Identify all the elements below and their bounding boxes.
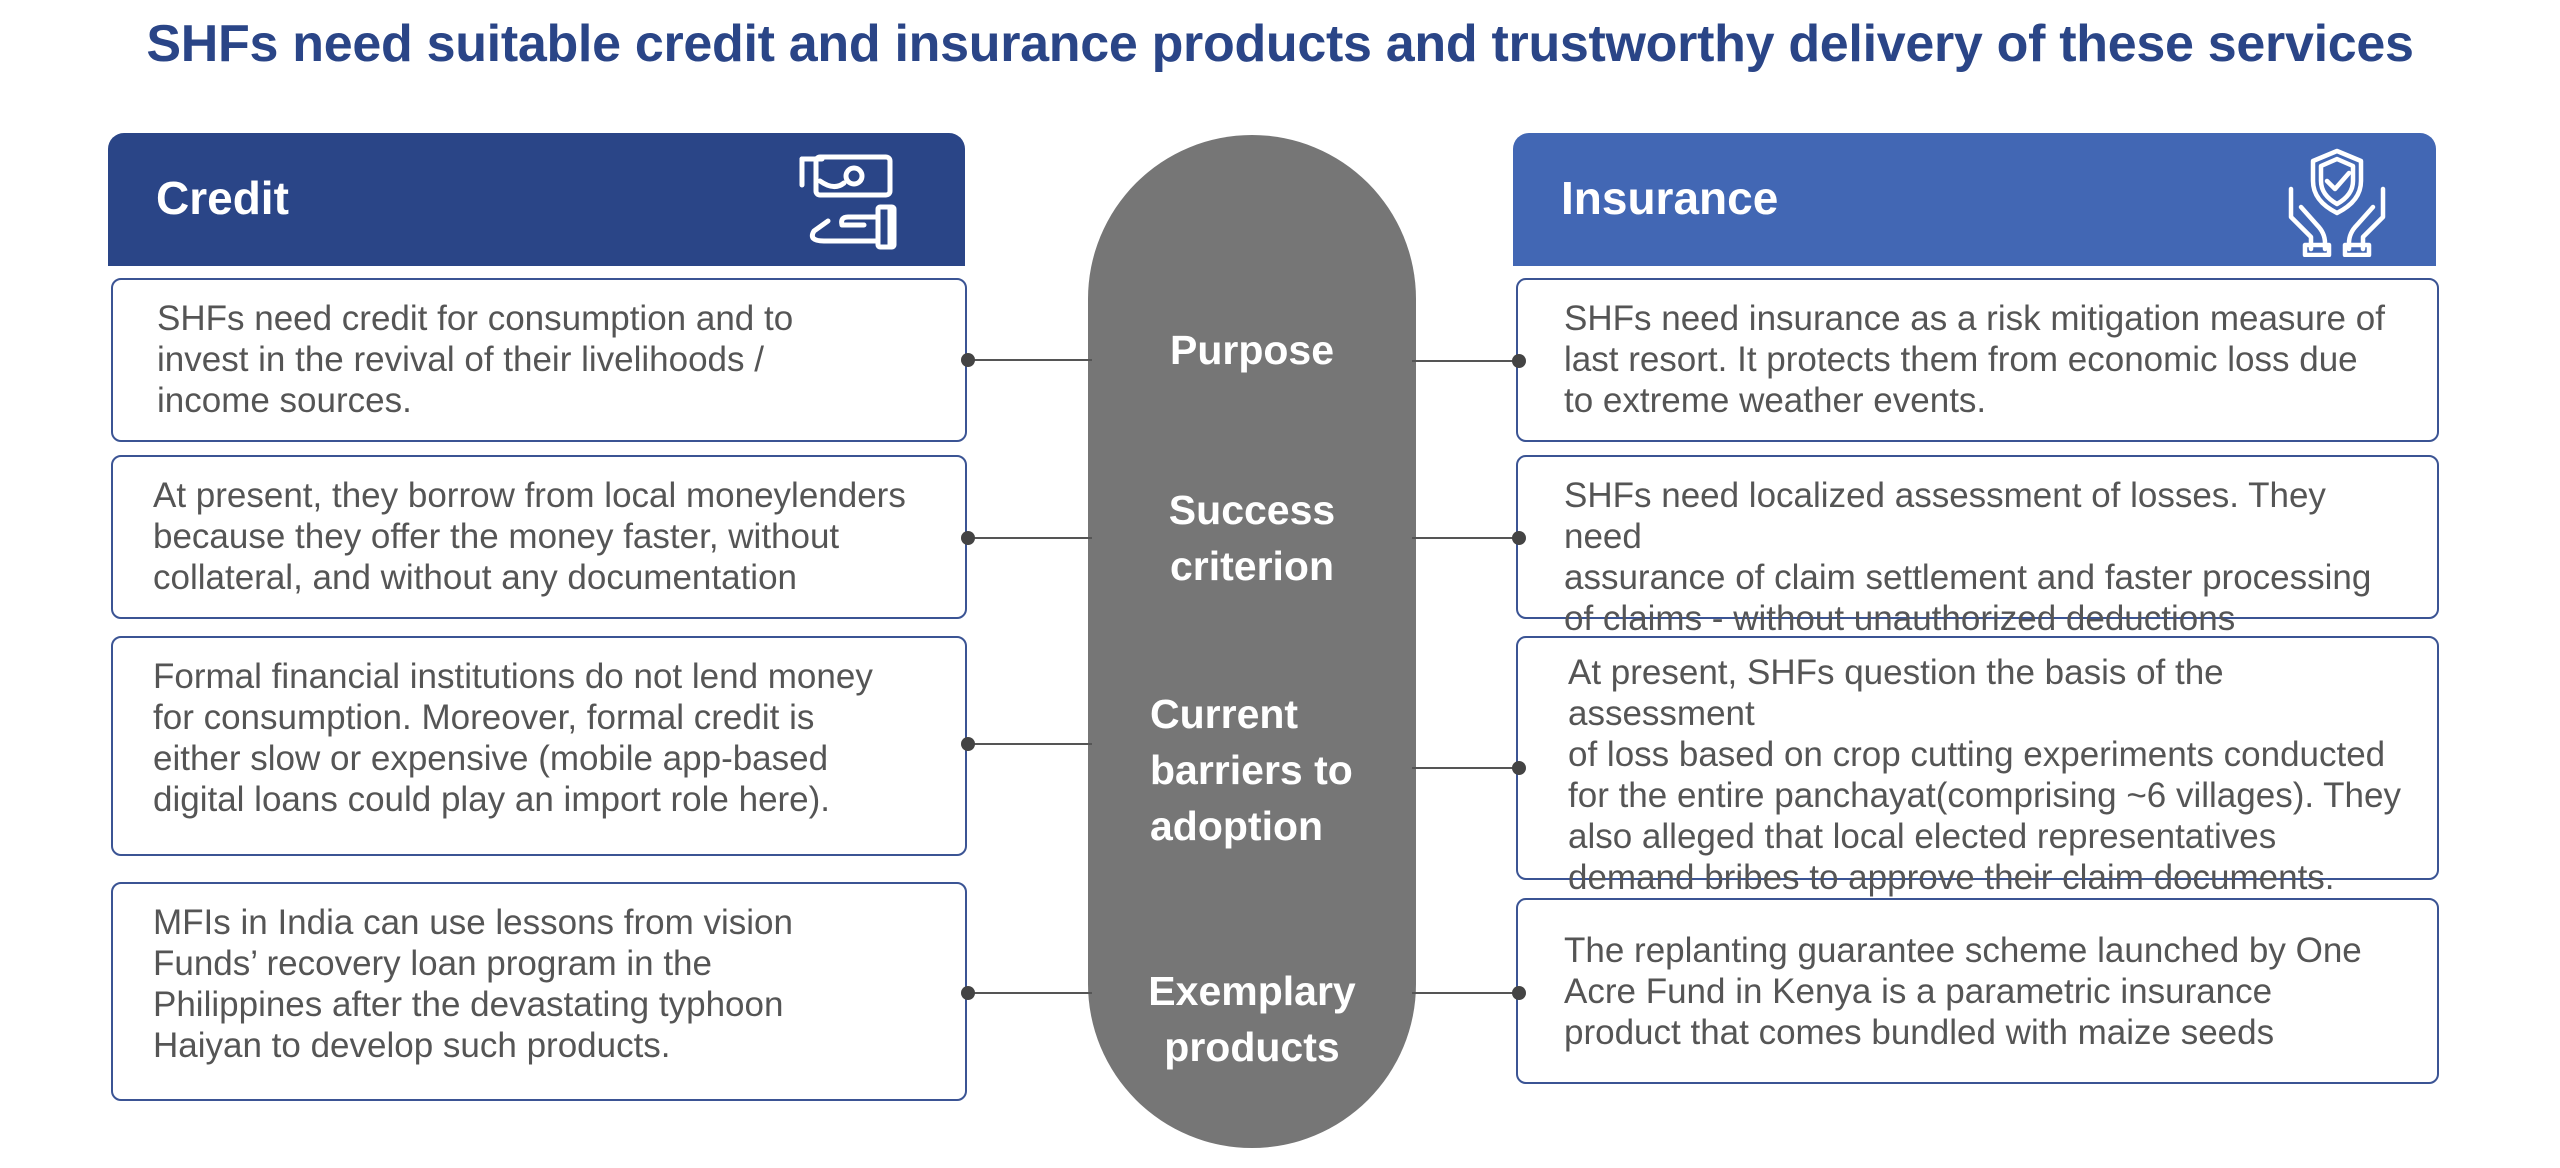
insurance-header: Insurance — [1513, 133, 2436, 266]
criterion-success: Success criterion — [1088, 482, 1416, 594]
connector-dot — [1512, 761, 1526, 775]
box-line: assurance of claim settlement and faster… — [1564, 558, 2372, 597]
box-line: last resort. It protects them from econo… — [1564, 340, 2358, 379]
connector-dot — [961, 737, 975, 751]
criterion-exemplary: Exemplary products — [1088, 963, 1416, 1075]
credit-success-box: At present, they borrow from local money… — [111, 455, 967, 619]
box-line: digital loans could play an import role … — [153, 780, 831, 819]
criteria-pill — [1088, 135, 1416, 1148]
insurance-success-box: SHFs need localized assessment of losses… — [1516, 455, 2439, 638]
connector-line — [968, 992, 1092, 994]
box-line: of loss based on crop cutting experiment… — [1568, 735, 2386, 774]
box-line: Acre Fund in Kenya is a parametric insur… — [1564, 972, 2273, 1011]
criterion-exemplary-line: products — [1164, 1024, 1340, 1070]
credit-header: Credit — [108, 133, 965, 266]
connector-line — [1412, 767, 1519, 769]
insurance-header-label: Insurance — [1561, 172, 1779, 224]
box-line: SHFs need insurance as a risk mitigation… — [1564, 299, 2385, 338]
box-line: SHFs need localized assessment of losses… — [1564, 476, 2326, 556]
cash-hand-icon — [799, 154, 897, 250]
criterion-success-line: Success — [1168, 487, 1336, 533]
credit-barriers-box: Formal financial institutions do not len… — [111, 636, 967, 856]
connector-line — [968, 743, 1092, 745]
box-line: Philippines after the devastating typhoo… — [153, 985, 784, 1024]
box-line: collateral, and without any documentatio… — [153, 558, 798, 597]
box-line: At present, SHFs question the basis of t… — [1568, 653, 2224, 733]
box-line: invest in the revival of their livelihoo… — [157, 340, 764, 379]
insurance-exemplary-box: The replanting guarantee scheme launched… — [1516, 898, 2439, 1084]
connector-dot — [961, 986, 975, 1000]
connector-dot — [1512, 986, 1526, 1000]
insurance-barriers-box: At present, SHFs question the basis of t… — [1516, 636, 2439, 897]
box-line: Funds’ recovery loan program in the — [153, 944, 712, 983]
criterion-purpose: Purpose — [1088, 322, 1416, 378]
box-line: either slow or expensive (mobile app-bas… — [153, 739, 829, 778]
shield-hands-icon — [2288, 148, 2386, 257]
box-line: product that comes bundled with maize se… — [1564, 1013, 2275, 1052]
credit-header-label: Credit — [156, 172, 289, 224]
criterion-success-line: criterion — [1169, 543, 1335, 589]
box-line: of claims - without unauthorized deducti… — [1564, 599, 2236, 638]
box-line: At present, they borrow from local money… — [153, 476, 906, 515]
insurance-purpose-box: SHFs need insurance as a risk mitigation… — [1516, 278, 2439, 442]
criterion-barriers-line: adoption — [1150, 803, 1324, 849]
connector-line — [968, 359, 1092, 361]
criterion-exemplary-line: Exemplary — [1148, 968, 1356, 1014]
credit-exemplary-box: MFIs in India can use lessons from visio… — [111, 882, 967, 1101]
box-line: MFIs in India can use lessons from visio… — [153, 903, 793, 942]
connector-dot — [1512, 354, 1526, 368]
connector-line — [1412, 992, 1519, 994]
box-line: Haiyan to develop such products. — [153, 1026, 671, 1065]
criterion-purpose-line: Purpose — [1169, 327, 1335, 373]
box-line: SHFs need credit for consumption and to — [157, 299, 794, 338]
connector-dot — [961, 353, 975, 367]
box-line: for consumption. Moreover, formal credit… — [153, 698, 815, 737]
criterion-barriers-line: Current — [1150, 691, 1299, 737]
connector-dot — [1512, 531, 1526, 545]
connector-dot — [961, 531, 975, 545]
page-title: SHFs need suitable credit and insurance … — [146, 15, 2414, 73]
box-line: also alleged that local elected represen… — [1568, 817, 2277, 856]
criterion-barriers-line: barriers to — [1150, 747, 1353, 793]
box-line: Formal financial institutions do not len… — [153, 657, 873, 696]
box-line: to extreme weather events. — [1564, 381, 1987, 420]
connector-line — [1412, 360, 1519, 362]
connector-line — [968, 537, 1092, 539]
box-line: The replanting guarantee scheme launched… — [1564, 931, 2362, 970]
box-line: demand bribes to approve their claim doc… — [1568, 858, 2335, 897]
credit-purpose-box: SHFs need credit for consumption and to … — [111, 278, 967, 442]
box-line: for the entire panchayat(comprising ~6 v… — [1568, 776, 2401, 815]
connector-line — [1412, 537, 1519, 539]
box-line: income sources. — [157, 381, 412, 420]
box-line: because they offer the money faster, wit… — [153, 517, 840, 556]
criterion-barriers: Current barriers to adoption — [1088, 686, 1416, 854]
